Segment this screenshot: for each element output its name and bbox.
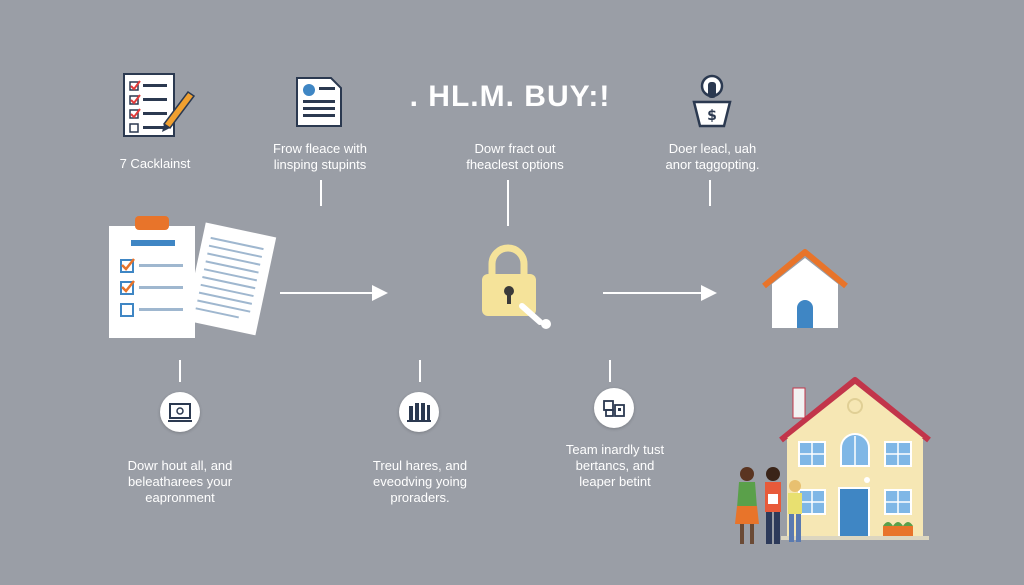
arrow-right-icon (280, 284, 390, 302)
monitor-icon (160, 392, 200, 432)
step-caption: Doer leacl, uah anor taggopting. (665, 141, 760, 172)
family-house-illustration (725, 376, 935, 548)
step-caption: Treul hares, and eveodving yoing prorade… (372, 458, 468, 505)
arrow-right-icon (603, 284, 719, 302)
svg-text:$: $ (707, 108, 717, 124)
page-title: . HL.M. BUY:! (409, 80, 611, 113)
checklist-icon (118, 72, 198, 140)
connector-line (507, 180, 509, 226)
step-caption: Dowr hout all, and beleatharees your eap… (127, 458, 233, 505)
step-caption: Frow fleace with linsping stupints (273, 141, 367, 172)
connector-line (419, 360, 421, 382)
house-icon (760, 248, 850, 332)
connector-line (709, 180, 711, 206)
document-icon (295, 76, 343, 128)
connector-line (609, 360, 611, 382)
clipboard-documents-icon (105, 212, 285, 350)
connector-line (320, 180, 322, 206)
step-caption: 7 Cacklainst (119, 156, 191, 171)
step-caption: Team inardly tust bertancs, and leaper b… (565, 442, 665, 489)
bar-chart-icon (399, 392, 439, 432)
connector-line (179, 360, 181, 382)
lock-icon (478, 244, 552, 330)
step-caption: Dowr fract out fheaclest options (466, 141, 564, 172)
money-bag-icon: $ (690, 72, 734, 128)
building-icon (594, 388, 634, 428)
